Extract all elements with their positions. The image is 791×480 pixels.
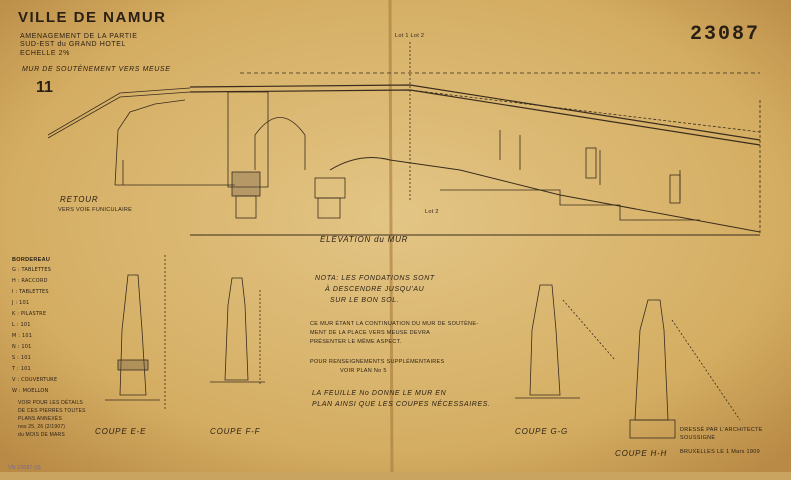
subtitle-line-1: AMENAGEMENT DE LA PARTIE [20,33,138,40]
archive-stamp: VN 23087 (3) [8,465,41,471]
coupe-f-label: COUPE F-F [210,427,261,436]
retour-section [114,99,186,186]
wall-posts [499,130,681,204]
coupe-g-profile [529,284,561,396]
bordereau-row: G : TABLETTES [12,267,52,273]
elevation-title: ÉLÉVATION du MUR [320,235,409,244]
coupe-e-label: COUPE E-E [95,427,147,436]
supplement-note-2: VOIR PLAN No 5 [340,368,387,374]
bottom-strip [0,472,791,480]
bordereau-row: W : MOELLON [12,388,49,394]
date-line: BRUXELLES LE 1 Mars 1909 [680,449,760,455]
retour-label: RETOUR [60,195,99,204]
top-railing [189,84,761,141]
left-ramp-line [47,87,191,136]
bordereau-row: K : PILASTRE [12,311,47,317]
wall-note-1: CE MUR ÉTANT LA CONTINUATION DU MUR DE S… [310,321,479,327]
coupe-e-profile [119,274,147,396]
wall-note-2: MENT DE LA PLACE VERS MEUSE DEVRA [310,330,431,336]
architect-title: SOUSSIGNÉ [680,435,716,441]
feuille-note-2: PLAN AINSI QUE LES COUPES NÉCESSAIRES. [312,401,491,408]
wall-caption: MUR DE SOUTÈNEMENT VERS MEUSE [22,66,171,73]
wall-note-3: PRÉSENTER LE MÊME ASPECT. [310,339,402,345]
coupe-h-footing [629,419,676,439]
supplement-note-1: POUR RENSEIGNEMENTS SUPPLÉMENTAIRES [310,359,445,365]
sheet-index: 11 [36,79,53,96]
lot-label-bottom: Lot 2 [425,209,439,215]
bordereau-note-5: du MOIS DE MARS [18,432,65,438]
bordereau-row: S : 101 [12,355,31,361]
feuille-note-1: LA FEUILLE No DONNE LE MUR EN [312,390,447,397]
city-title: VILLE DE NAMUR [18,9,167,26]
bordereau-note-1: VOIR POUR LES DÉTAILS [18,400,83,406]
drawn-by: DRESSÉ PAR L'ARCHITECTE [680,427,763,433]
coupe-h-label: COUPE H-H [615,449,668,458]
scale-label: ECHELLE 2% [20,50,70,57]
bordereau-row: V : COUVERTURE [12,377,58,383]
bordereau-row: H : RACCORD [12,278,48,284]
bordereau-note-3: PLANS ANNEXÉS [18,416,63,422]
step-profile [440,189,700,221]
arch [254,117,306,170]
fold-line [388,0,394,480]
nota-line-2: À DESCENDRE JUSQU'AU [325,286,425,293]
coupe-g-label: COUPE G-G [515,427,568,436]
sheet-number: 23087 [690,23,761,46]
bordereau-row: M : 101 [12,333,33,339]
bordereau-note-4: nos 25, 26 (2/1907) [18,424,66,430]
bordereau-row: J : 101 [12,300,30,306]
lot-label-top: Lot 1 Lot 2 [395,33,425,39]
retour-sublabel: VERS VOIE FUNICULAIRE [58,207,133,213]
bordereau-title: BORDEREAU [12,257,51,263]
ground-line [329,157,761,233]
bordereau-row: I : TABLETTES [12,289,49,295]
bordereau-row: N : 101 [12,344,32,350]
elevation-drawing [47,42,761,439]
bordereau-row: T : 101 [12,366,31,372]
bordereau-row: L : 101 [12,322,31,328]
nota-line-3: SUR LE BON SOL. [330,297,400,304]
subtitle-line-2: SUD-EST du GRAND HOTEL [20,41,127,48]
nota-line-1: NOTA: LES FONDATIONS SONT [315,275,435,282]
coupe-f-profile [224,277,249,381]
bordereau-note-2: DE CES PIERRES TOUTES [18,408,86,414]
